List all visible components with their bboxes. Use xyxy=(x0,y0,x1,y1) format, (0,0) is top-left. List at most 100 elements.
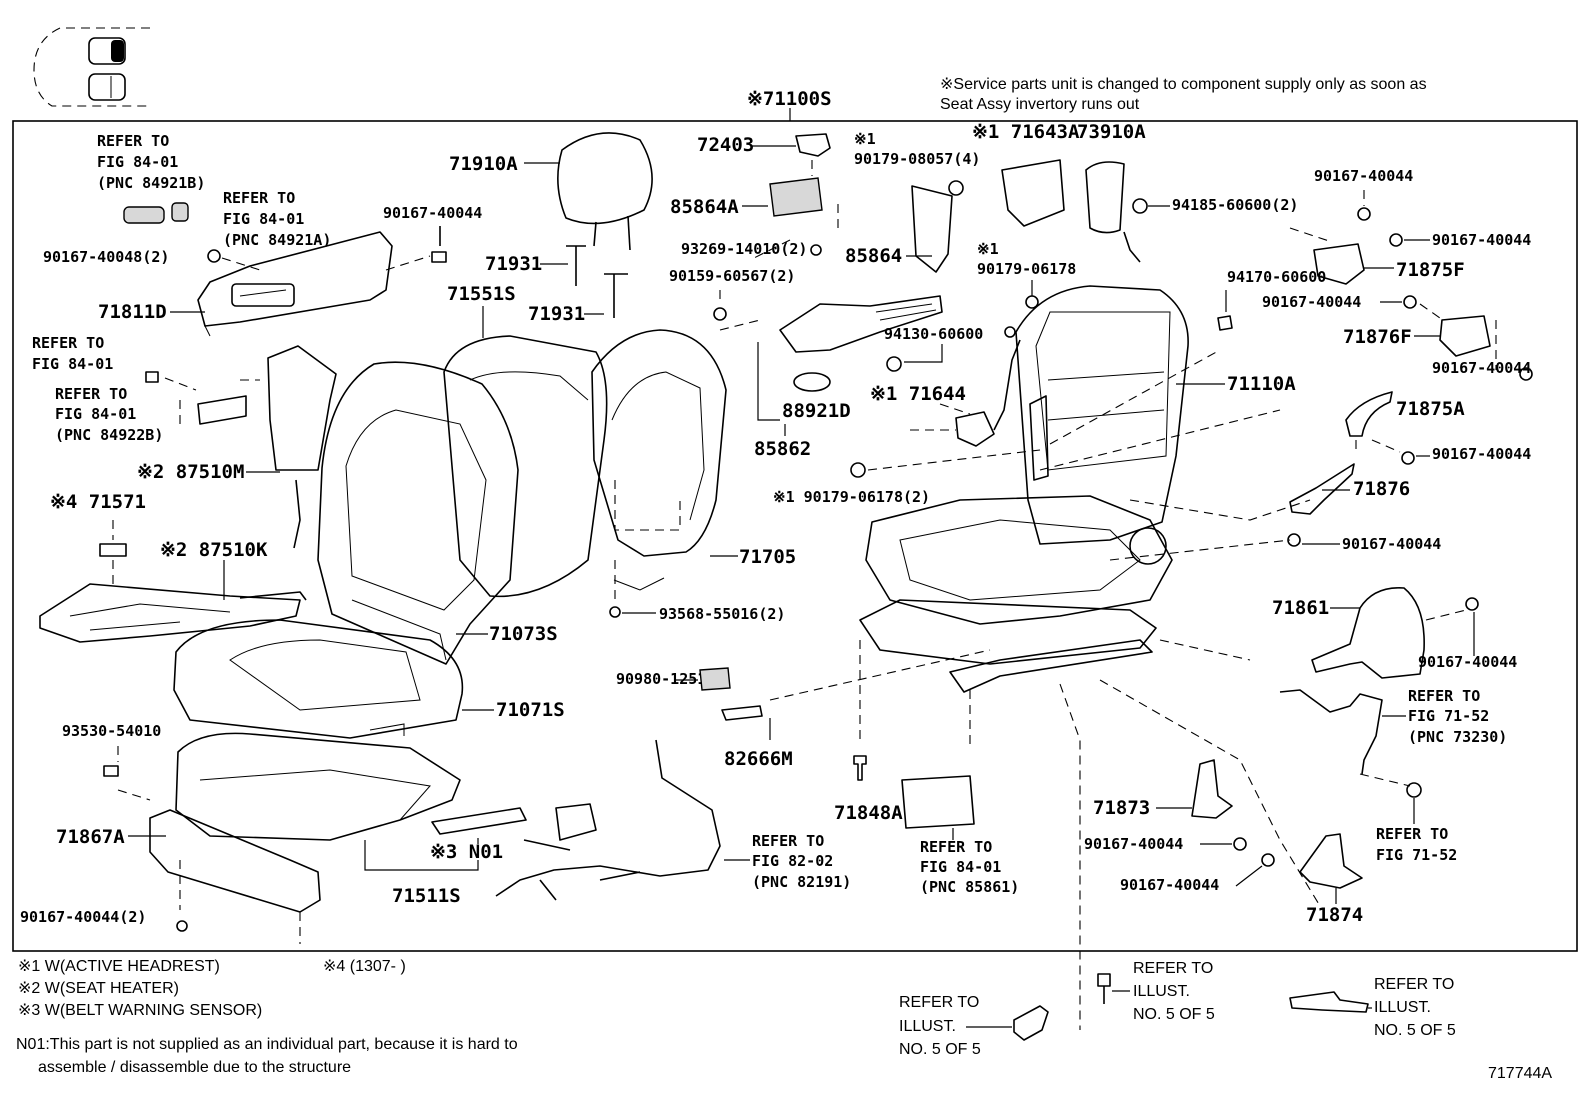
seat-belt-buckle xyxy=(1279,689,1383,775)
seat-locator-inset xyxy=(33,27,150,107)
svg-text:(PNC 84921A): (PNC 84921A) xyxy=(223,231,331,249)
footnote-1: ※1 W(ACTIVE HEADREST) xyxy=(18,958,220,975)
label-90179-06178-2: ※1 90179-06178(2) xyxy=(773,488,930,506)
label-71873: 71873 xyxy=(1093,797,1150,819)
side-airbag-module xyxy=(1085,161,1141,263)
label-90980: 90980-12519 xyxy=(616,670,715,688)
label-71931-a: 71931 xyxy=(485,253,542,275)
label-71874: 71874 xyxy=(1306,904,1363,926)
bracket-71874 xyxy=(1299,833,1363,889)
label-90167-40044-2: 90167-40044(2) xyxy=(20,908,146,926)
seat-cushion-shield-71861 xyxy=(1311,587,1425,679)
svg-text:REFER TO: REFER TO xyxy=(899,994,979,1011)
seat-heater-element-cushion xyxy=(39,583,307,643)
label-71876: 71876 xyxy=(1353,478,1410,500)
label-88921d: 88921D xyxy=(782,400,851,422)
label-90179-06178: ※1 90179-06178 xyxy=(977,240,1076,278)
svg-text:REFER TO: REFER TO xyxy=(1374,976,1454,993)
footnote-n01-line2: assemble / disassemble due to the struct… xyxy=(38,1059,351,1076)
svg-text:(PNC 84921B): (PNC 84921B) xyxy=(97,174,205,192)
svg-text:FIG 84-01: FIG 84-01 xyxy=(32,355,113,373)
refer-84921a: REFER TO FIG 84-01 (PNC 84921A) xyxy=(223,189,331,249)
label-73910a: 73910A xyxy=(1077,121,1146,143)
label-90159: 90159-60567(2) xyxy=(669,267,795,285)
label-93568: 93568-55016(2) xyxy=(659,605,785,623)
refer-illust-c: REFER TO ILLUST. NO. 5 OF 5 xyxy=(1374,976,1456,1039)
svg-text:REFER TO: REFER TO xyxy=(752,832,824,850)
label-71705: 71705 xyxy=(739,546,796,568)
seat-wire-harness xyxy=(495,739,721,901)
svg-text:REFER TO: REFER TO xyxy=(1376,825,1448,843)
label-71910a: 71910A xyxy=(449,153,518,175)
assembly-label: ※71100S xyxy=(747,88,832,110)
active-headrest-link xyxy=(1001,159,1065,227)
label-71511s: 71511S xyxy=(392,885,461,907)
label-71875a: 71875A xyxy=(1396,398,1465,420)
footnote-n01-line1: N01:This part is not supplied as an indi… xyxy=(16,1036,518,1053)
svg-text:REFER TO: REFER TO xyxy=(223,189,295,207)
label-71875f: 71875F xyxy=(1396,259,1465,281)
label-72403: 72403 xyxy=(697,134,754,156)
label-90167-40044-b2: 90167-40044 xyxy=(1120,876,1219,894)
lumbar-support-assy xyxy=(779,295,943,353)
bracket-71873 xyxy=(1191,759,1233,819)
label-71110a: 71110A xyxy=(1227,373,1296,395)
refer-84-01: REFER TO FIG 84-01 xyxy=(32,334,113,373)
svg-text:90179-08057(4): 90179-08057(4) xyxy=(854,150,980,168)
label-94170: 94170-60600 xyxy=(1227,268,1326,286)
label-n01: ※3 N01 xyxy=(430,841,503,863)
refer-84922b: REFER TO FIG 84-01 (PNC 84922B) xyxy=(55,385,163,444)
label-71571: ※4 71571 xyxy=(50,491,146,513)
active-headrest-sensor xyxy=(955,339,1021,447)
seat-back-cover xyxy=(443,335,608,598)
service-note-line1: ※Service parts unit is changed to compon… xyxy=(940,76,1427,93)
label-90167-40044-b1: 90167-40044 xyxy=(1084,835,1183,853)
svg-text:REFER TO: REFER TO xyxy=(1408,687,1480,705)
svg-text:NO. 5 OF 5: NO. 5 OF 5 xyxy=(1133,1006,1215,1023)
refer-illust-b: REFER TO ILLUST. NO. 5 OF 5 xyxy=(1133,960,1215,1023)
svg-text:FIG 71-52: FIG 71-52 xyxy=(1408,707,1489,725)
diagram-frame xyxy=(12,120,1578,952)
label-90167-40044-r6: 90167-40044 xyxy=(1342,535,1441,553)
svg-text:REFER TO: REFER TO xyxy=(1133,960,1213,977)
svg-text:REFER TO: REFER TO xyxy=(920,838,992,856)
lifter-lever-71876 xyxy=(1289,463,1355,515)
recliner-lever-71875a xyxy=(1345,391,1393,437)
seat-heater-element-back xyxy=(267,345,337,471)
figure-id: 717744A xyxy=(1488,1065,1552,1082)
label-87510m: ※2 87510M xyxy=(137,461,244,483)
svg-text:ILLUST.: ILLUST. xyxy=(899,1018,956,1035)
shield-cover-71875f xyxy=(1313,243,1365,285)
headrest xyxy=(557,132,653,251)
svg-text:(PNC 84922B): (PNC 84922B) xyxy=(55,426,163,444)
svg-text:REFER TO: REFER TO xyxy=(97,132,169,150)
switch-knobs xyxy=(123,202,189,224)
seat-back-board xyxy=(591,329,727,591)
footnote-4: ※4 (1307- ) xyxy=(323,958,406,975)
svg-text:NO. 5 OF 5: NO. 5 OF 5 xyxy=(1374,1022,1456,1039)
label-71931-b: 71931 xyxy=(528,303,585,325)
label-71867a: 71867A xyxy=(56,826,125,848)
label-90167-40044-r5: 90167-40044 xyxy=(1432,445,1531,463)
svg-text:FIG 84-01: FIG 84-01 xyxy=(97,153,178,171)
svg-text:FIG 84-01: FIG 84-01 xyxy=(55,405,136,423)
shield-cover-71876f xyxy=(1439,315,1491,357)
label-71848a: 71848A xyxy=(834,802,903,824)
label-71876f: 71876F xyxy=(1343,326,1412,348)
label-82666m: 82666M xyxy=(724,748,793,770)
footnote-2: ※2 W(SEAT HEATER) xyxy=(18,980,179,997)
label-71861: 71861 xyxy=(1272,597,1329,619)
svg-text:FIG 84-01: FIG 84-01 xyxy=(223,210,304,228)
label-90167-40044-r3: 90167-40044 xyxy=(1262,293,1361,311)
footnote-3: ※3 W(BELT WARNING SENSOR) xyxy=(18,1002,262,1019)
label-71073s: 71073S xyxy=(489,623,558,645)
refer-illust-a: REFER TO ILLUST. NO. 5 OF 5 xyxy=(899,994,981,1058)
svg-text:(PNC 85861): (PNC 85861) xyxy=(920,878,1019,896)
cushion-front-panel xyxy=(149,809,321,913)
label-90179-08057: ※1 90179-08057(4) xyxy=(854,130,980,168)
seat-frame-assy xyxy=(859,285,1189,693)
svg-text:REFER TO: REFER TO xyxy=(32,334,104,352)
label-85862: 85862 xyxy=(754,438,811,460)
service-note-line2: Seat Assy invertory runs out xyxy=(940,96,1140,113)
refer-73230: REFER TO FIG 71-52 (PNC 73230) xyxy=(1408,687,1507,746)
